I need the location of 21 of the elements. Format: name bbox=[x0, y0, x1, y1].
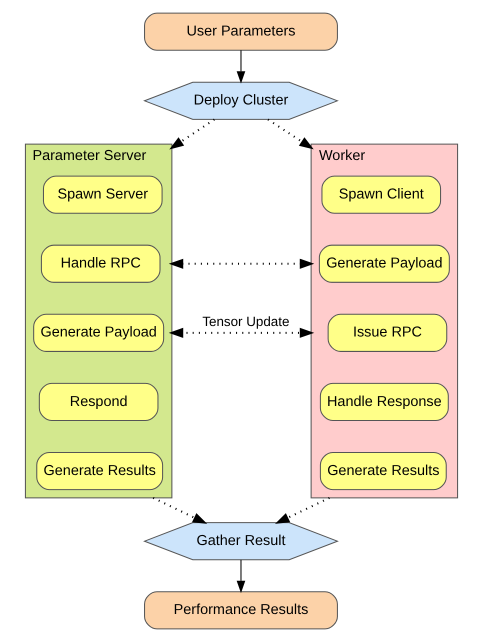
node-box: Respond bbox=[38, 382, 158, 421]
arrow bbox=[168, 118, 214, 149]
node-box: Handle Response bbox=[319, 382, 448, 421]
node-box: Spawn Server bbox=[42, 175, 162, 214]
arrow bbox=[152, 496, 207, 524]
node-box: Generate Results bbox=[36, 452, 163, 490]
node-box: Generate Results bbox=[319, 452, 446, 490]
edge-label: Tensor Update bbox=[202, 314, 289, 329]
arrow bbox=[236, 50, 245, 84]
node-box: Generate Payload bbox=[32, 313, 164, 352]
node-box: Performance Results bbox=[144, 590, 338, 629]
node-box: Generate Payload bbox=[318, 244, 450, 282]
arrow bbox=[266, 118, 314, 149]
arrow bbox=[168, 258, 314, 268]
arrow bbox=[236, 559, 245, 593]
node-box: Handle RPC bbox=[40, 244, 160, 282]
node-box: Issue RPC bbox=[327, 313, 447, 352]
arrow bbox=[274, 496, 330, 524]
node-box: Spawn Client bbox=[320, 175, 441, 214]
node-box: User Parameters bbox=[144, 12, 338, 50]
arrow bbox=[168, 327, 314, 338]
